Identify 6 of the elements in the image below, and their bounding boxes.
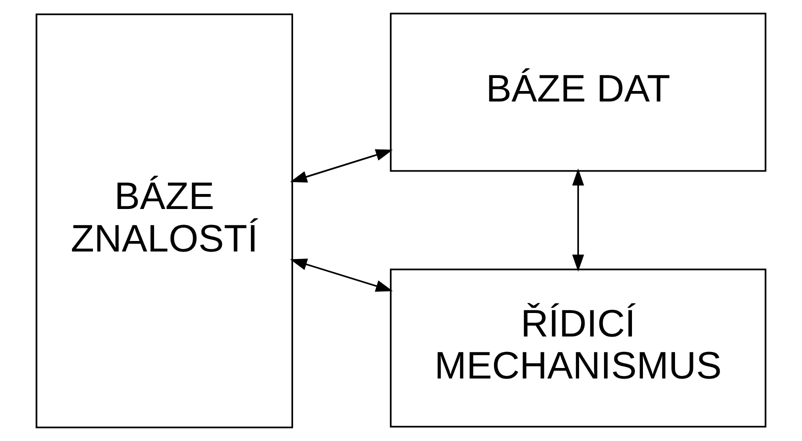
arrow [290, 258, 393, 292]
arrow [290, 149, 393, 183]
node-box: BÁZE DAT [390, 12, 766, 172]
arrow [572, 168, 584, 272]
node-box: ŘÍDICÍ MECHANISMUS [390, 268, 766, 428]
node-box: BÁZE ZNALOSTÍ [36, 13, 294, 428]
